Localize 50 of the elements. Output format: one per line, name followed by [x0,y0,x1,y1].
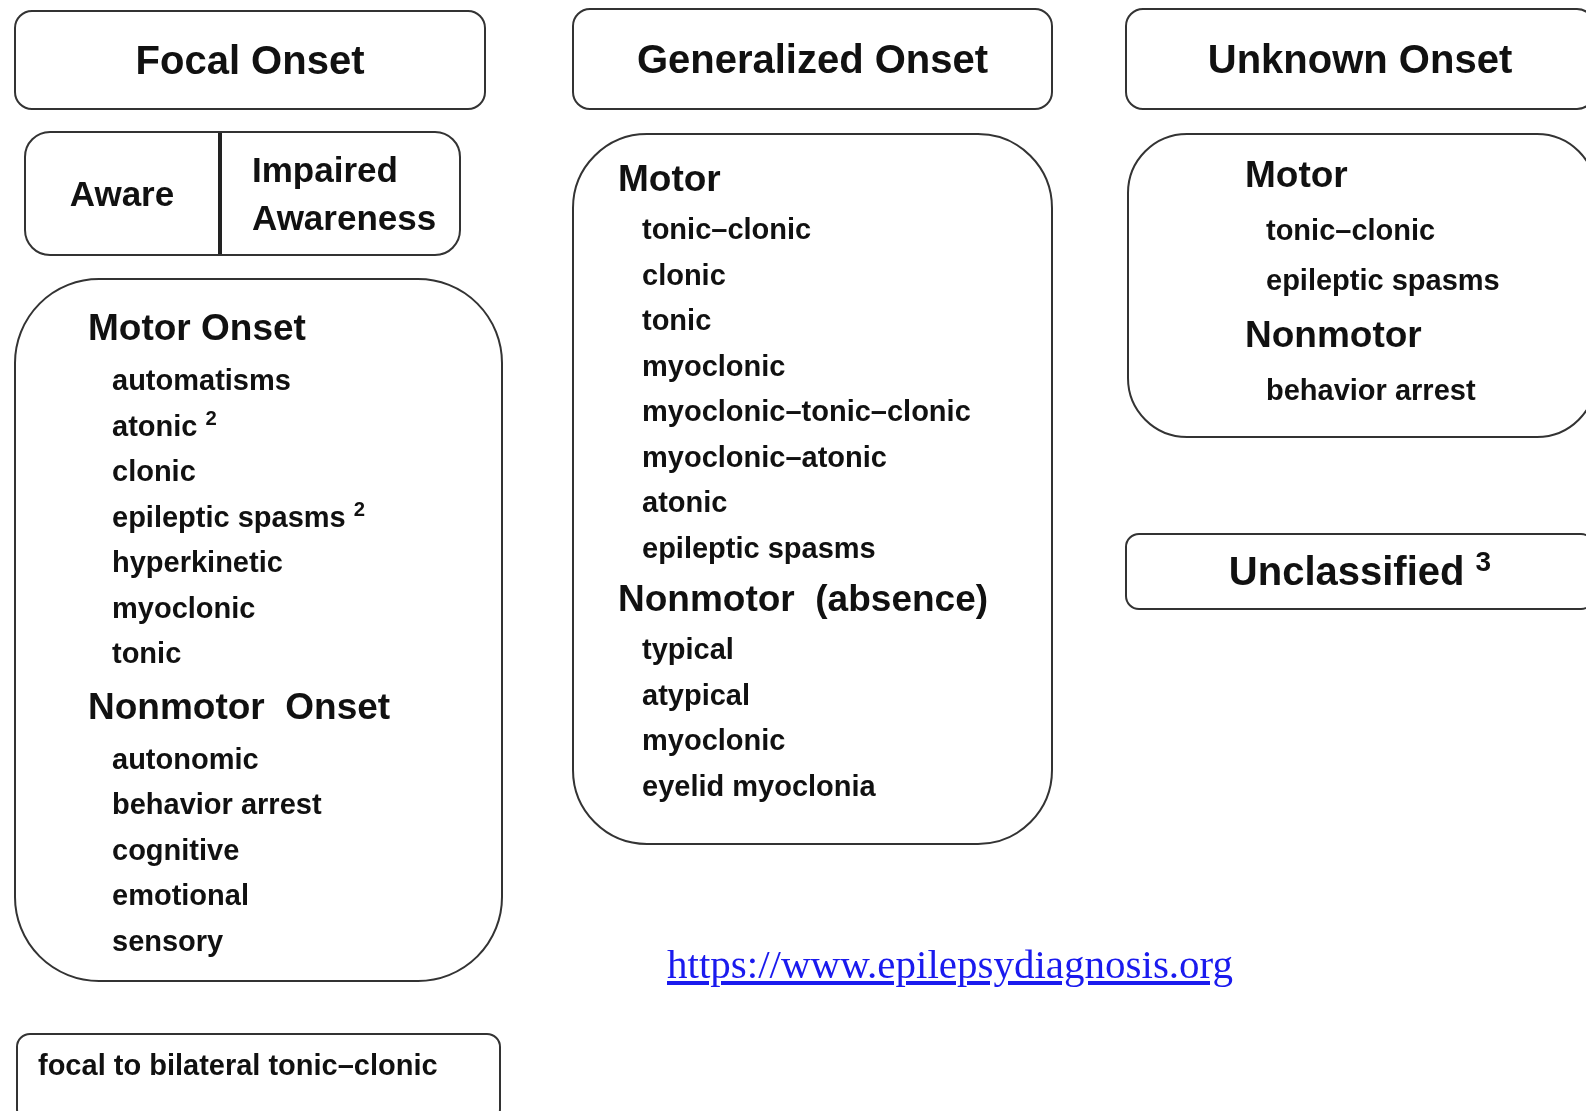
seizure-type-item: emotional [111,878,250,913]
group-heading: Motor Onset [87,306,307,350]
seizure-type-item: myoclonic [641,348,787,384]
category-header-box [1125,533,1586,610]
seizure-type-item: typical [641,632,735,667]
seizure-type-list-box [1127,133,1586,438]
seizure-type-item: tonic [641,303,713,338]
seizure-type-item: clonic [641,257,727,293]
seizure-type-item: hyperkinetic [111,545,284,580]
seizure-type-item: autonomic [111,741,260,777]
group-heading: Nonmotor [1244,313,1423,357]
seizure-type-list-box [14,278,503,982]
awareness-label: Aware [69,173,175,214]
seizure-type-item: epileptic spasms $^{2}$ [111,496,367,535]
category-header-box [14,10,486,110]
seizure-type-item: eyelid myoclonia [641,768,877,804]
group-heading: Motor [1244,153,1349,197]
category-header-box [572,8,1053,110]
category-header-box [1125,8,1586,110]
seizure-type-box [16,1033,501,1111]
group-heading: Nonmotor Onset [87,684,392,729]
seizure-type-item: myoclonic [111,590,257,626]
header-text: Unknown Onset [1207,36,1513,82]
seizure-type-item: behavior arrest [1265,373,1477,408]
seizure-type-item: tonic–clonic [1265,213,1437,248]
seizure-type-item: sensory [111,923,225,959]
seizure-type-item: myoclonic–atonic [641,439,888,475]
seizure-type-item: atonic $^{2}$ [111,405,218,444]
seizure-type-item: automatisms [111,363,292,398]
seizure-type-item: atypical [641,677,751,713]
awareness-box [24,131,461,256]
seizure-type-item: myoclonic [641,723,787,758]
seizure-type-text: focal to bilateral tonic–clonic [38,1049,438,1081]
seizure-type-item: clonic [111,454,197,489]
seizure-type-item: cognitive [111,832,241,868]
seizure-type-item: myoclonic–tonic–clonic [641,394,972,429]
seizure-type-item: epileptic spasms [641,530,877,566]
seizure-type-item: epileptic spasms [1265,263,1501,298]
seizure-type-item: atonic [641,485,729,520]
seizure-type-list-box [572,133,1053,845]
group-heading: Motor [617,157,722,201]
awareness-label: Impaired Awareness [252,148,438,239]
header-text: Unclassified $^{3}$ [1228,549,1492,594]
web-link: https://www.epilepsydiagnosis.org [667,940,1233,988]
header-text: Generalized Onset [636,36,989,82]
seizure-type-item: tonic–clonic [641,212,813,247]
seizure-type-item: behavior arrest [111,787,323,822]
seizure-type-item: tonic [111,636,183,671]
group-heading: Nonmotor (absence) [617,577,990,621]
header-text: Focal Onset [135,37,365,83]
